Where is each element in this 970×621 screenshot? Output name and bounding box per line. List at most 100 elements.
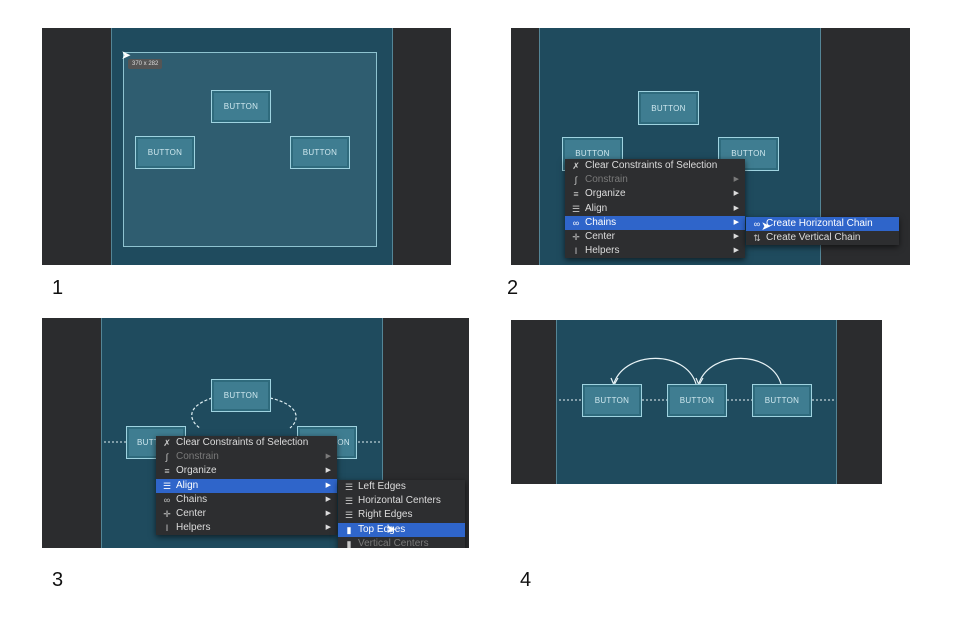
helpers-icon: I	[165, 523, 169, 534]
submenu-arrow-icon: ▶	[325, 509, 331, 517]
align-top-icon: ▮	[346, 524, 352, 535]
menu-item-organize[interactable]: ≡ Organize ▶	[156, 464, 337, 478]
align-submenu: ☰Left Edges ☰ Horizontal Centers ☰ Right E…	[338, 480, 465, 548]
menu-label: Constrain	[176, 451, 219, 463]
button-middle[interactable]: BUTTON	[667, 384, 727, 417]
size-badge: 370 x 282	[128, 59, 163, 69]
submenu-arrow-icon: ▶	[733, 218, 739, 226]
chains-icon: ∞	[572, 217, 580, 228]
menu-item-align[interactable]: ☰ Align ▶	[565, 202, 745, 216]
submenu-arrow-icon: ▶	[325, 453, 331, 461]
menu-label: Align	[585, 202, 608, 214]
menu-label: Organize	[585, 188, 626, 200]
organize-icon: ≡	[573, 189, 579, 200]
cursor-icon: ➤	[121, 48, 132, 62]
cursor-icon: ➤	[761, 219, 772, 233]
canvas-edge-left	[539, 28, 540, 265]
button-top[interactable]: BUTTON	[638, 91, 699, 125]
button-top[interactable]: BUTTON	[211, 90, 271, 123]
organize-icon: ≡	[164, 466, 170, 477]
menu-item-create-horizontal-chain[interactable]: ∞ Create Horizontal Chain	[746, 217, 899, 232]
menu-label: Align	[176, 479, 199, 491]
menu-item-top-edges[interactable]: ▮ Top Edges	[338, 522, 465, 537]
menu-label: Clear Constraints of Selection	[176, 437, 309, 448]
panel-label-2: 2	[507, 277, 519, 299]
button-right[interactable]: BUTTON	[752, 384, 812, 417]
menu-label: Chains	[176, 493, 208, 505]
canvas-edge-right	[382, 318, 383, 548]
submenu-arrow-icon: ▶	[733, 247, 739, 255]
submenu-arrow-icon: ▶	[733, 176, 739, 184]
submenu-arrow-icon: ▶	[325, 524, 331, 532]
menu-item-horizontal-centers[interactable]: ☰ Horizontal Centers	[338, 494, 465, 508]
constrain-icon: ∫	[165, 452, 169, 463]
menu-label: Center	[585, 230, 616, 242]
menu-item-vertical-centers[interactable]: ▮ Vertical Centers	[338, 537, 465, 548]
constrain-icon: ∫	[574, 175, 578, 186]
center-icon: ✛	[163, 508, 171, 519]
align-icon: ☰	[571, 203, 581, 214]
submenu-arrow-icon: ▶	[733, 232, 739, 240]
menu-item-chains[interactable]: ∞ Chains ▶	[565, 215, 745, 230]
panel-label-1: 1	[52, 277, 64, 299]
submenu-arrow-icon: ▶	[733, 204, 739, 212]
menu-label: Create Horizontal Chain	[766, 218, 873, 229]
menu-item-helpers[interactable]: I Helpers ▶	[156, 521, 337, 535]
panel-label-3: 3	[52, 569, 64, 591]
button-left[interactable]: BUTTON	[135, 136, 195, 169]
button-top[interactable]: BUTTON	[211, 379, 271, 412]
menu-label: Create Vertical Chain	[766, 232, 861, 244]
menu-label: Clear Constraints of Selection	[585, 160, 718, 171]
menu-label: Top Edges	[358, 523, 406, 535]
button-right[interactable]: BUTTON	[290, 136, 350, 169]
menu-label: Horizontal Centers	[358, 495, 441, 507]
align-right-icon: ☰	[344, 510, 354, 521]
panel-4: BUTTON BUTTON BUTTON	[511, 320, 882, 484]
menu-item-organize[interactable]: ≡ Organize ▶	[565, 187, 745, 201]
canvas-edge-right	[392, 28, 393, 265]
align-vertical-center-icon: ▮	[346, 538, 352, 548]
vertical-chain-icon: ⇅	[753, 233, 761, 244]
panel-2: BUTTON BUTTON BUTTON ✗Clear Constraints …	[511, 28, 910, 265]
submenu-arrow-icon: ▶	[325, 495, 331, 503]
canvas-edge-left	[111, 28, 112, 265]
button-left[interactable]: BUTTON	[582, 384, 642, 417]
menu-label: Helpers	[176, 522, 211, 534]
menu-item-clear-constraints[interactable]: ✗ Clear Constraints of Selection	[156, 436, 337, 450]
menu-label: Vertical Centers	[358, 537, 429, 548]
menu-item-create-vertical-chain[interactable]: ⇅ Create Vertical Chain	[746, 231, 899, 245]
menu-item-center[interactable]: ✛Center▶	[565, 230, 745, 244]
align-left-icon: ☰	[344, 482, 354, 492]
canvas-edge-left	[101, 318, 102, 548]
context-menu: ✗ Clear Constraints of Selection ∫ Constra…	[156, 436, 337, 536]
align-horizontal-center-icon: ☰	[344, 496, 354, 507]
menu-item-constrain[interactable]: ∫ Constrain ▶	[565, 173, 745, 187]
menu-item-constrain[interactable]: ∫ Constrain ▶	[156, 450, 337, 464]
chain-connectors	[104, 397, 380, 443]
horizontal-chain-icon: ∞	[753, 219, 761, 229]
clear-constraints-icon: ✗	[572, 161, 580, 171]
submenu-arrow-icon: ▶	[325, 481, 331, 489]
submenu-arrow-icon: ▶	[733, 190, 739, 198]
menu-item-right-edges[interactable]: ☰ Right Edges	[338, 508, 465, 522]
menu-item-clear-constraints[interactable]: ✗ Clear Constraints of Selection	[565, 159, 745, 173]
canvas-edge-right	[820, 28, 821, 265]
canvas-edge-right	[836, 320, 837, 484]
align-icon: ☰	[162, 480, 172, 491]
chains-icon: ∞	[163, 494, 171, 505]
menu-item-center[interactable]: ✛ Center ▶	[156, 507, 337, 521]
menu-item-chains[interactable]: ∞ Chains ▶	[156, 493, 337, 507]
panel-1: 370 x 282 BUTTON BUTTON BUTTON ➤	[42, 28, 451, 265]
menu-label: Chains	[585, 216, 617, 228]
menu-label: Right Edges	[358, 509, 413, 521]
menu-item-left-edges[interactable]: ☰Left Edges	[338, 480, 465, 494]
menu-label: Organize	[176, 465, 217, 477]
clear-constraints-icon: ✗	[163, 438, 171, 448]
helpers-icon: I	[574, 246, 578, 257]
menu-label: Constrain	[585, 174, 628, 186]
menu-item-align[interactable]: ☰ Align ▶	[156, 478, 337, 493]
menu-label: Center	[176, 507, 207, 519]
submenu-arrow-icon: ▶	[325, 467, 331, 475]
chains-submenu: ∞ Create Horizontal Chain ⇅ Create Vertica…	[746, 217, 899, 246]
